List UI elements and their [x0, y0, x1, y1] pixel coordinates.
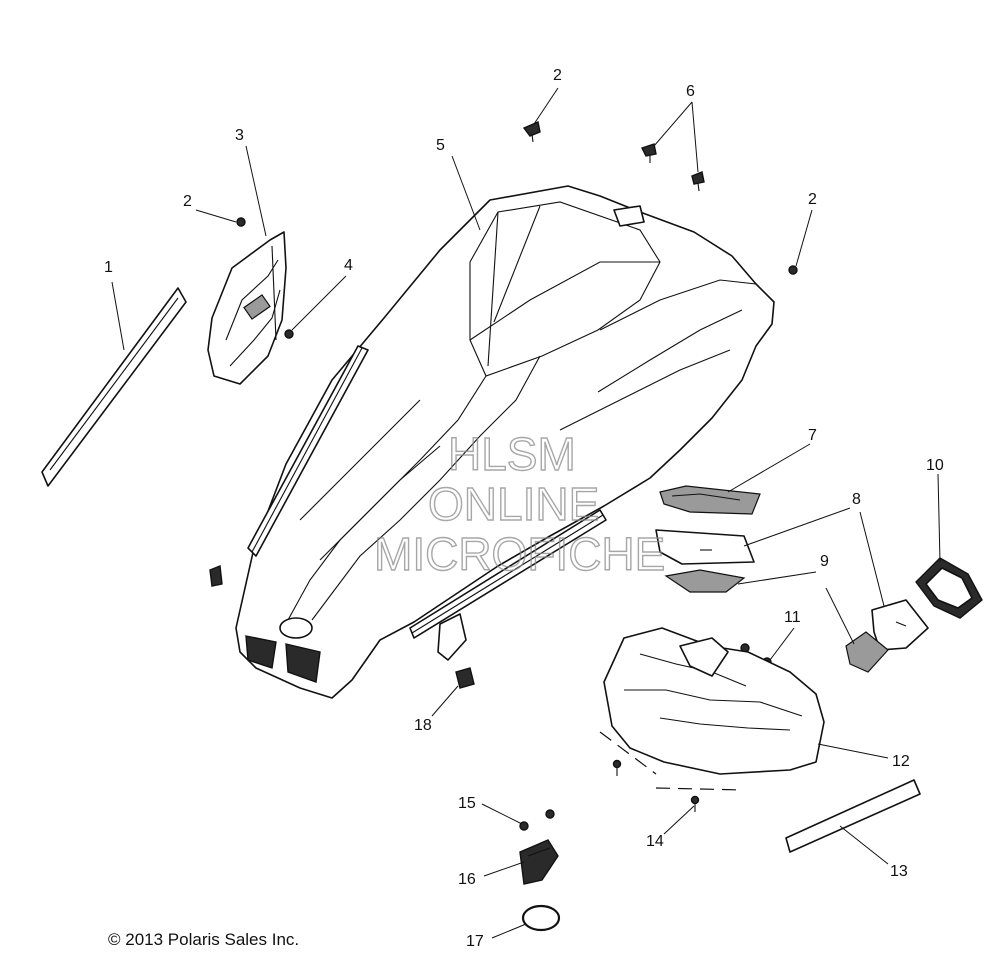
- part-7-vent-grille: [659, 485, 761, 515]
- callout-18: 18: [414, 717, 432, 734]
- part-16-bracket: [519, 839, 559, 885]
- copyright-notice: © 2013 Polaris Sales Inc.: [108, 930, 300, 949]
- watermark-line-1: HLSM: [448, 428, 576, 480]
- part-17-o-ring: [521, 904, 561, 932]
- part-14-screws: [612, 759, 700, 812]
- watermark-line-2: ONLINE: [428, 478, 599, 530]
- callout-2-top: 2: [553, 67, 562, 84]
- callout-15: 15: [458, 795, 476, 812]
- part-6-rivets: [641, 143, 705, 192]
- callout-3: 3: [235, 127, 244, 144]
- watermark-line-3: MICROFICHE: [374, 528, 665, 580]
- part-2-fastener-right: [788, 265, 798, 275]
- callout-7: 7: [808, 427, 817, 444]
- callout-6: 6: [686, 83, 695, 100]
- part-15-clips: [519, 809, 555, 831]
- leader-lines: [111, 87, 941, 939]
- callout-8: 8: [852, 491, 861, 508]
- part-12-tray: [603, 627, 825, 775]
- part-9-mesh-screen: [664, 569, 889, 673]
- callout-16: 16: [458, 871, 476, 888]
- part-10-screen-frame: [915, 557, 983, 619]
- callout-1: 1: [104, 259, 113, 276]
- callout-11: 11: [784, 609, 801, 626]
- part-1-decal-strip: [41, 287, 187, 487]
- callout-2-left: 2: [183, 193, 192, 210]
- part-2-push-rivet-top: [522, 121, 541, 143]
- part-18-grommet: [455, 667, 475, 689]
- callout-5: 5: [436, 137, 445, 154]
- callout-2-right: 2: [808, 191, 817, 208]
- part-12-dashed-outline: [599, 731, 745, 791]
- callout-17: 17: [466, 933, 484, 950]
- callout-4: 4: [344, 257, 353, 274]
- part-5-hood: [209, 185, 775, 699]
- callout-9: 9: [820, 553, 829, 570]
- part-8-filter-block: [655, 529, 755, 565]
- watermark: HLSM ONLINE MICROFICHE: [373, 427, 666, 580]
- callout-12: 12: [892, 753, 910, 770]
- callout-labels: 1 2 2 2 3 4 5 6 7 8 9 10 11 12 13 14 15 …: [104, 67, 944, 950]
- part-3-side-panel: [207, 231, 287, 385]
- callout-13: 13: [890, 863, 908, 880]
- part-8-filter-pad: [871, 599, 929, 651]
- part-13-decal-strip: [785, 779, 921, 853]
- callout-10: 10: [926, 457, 944, 474]
- callout-14: 14: [646, 833, 664, 850]
- part-2-fastener-left: [236, 217, 246, 227]
- part-4-nut: [284, 329, 294, 339]
